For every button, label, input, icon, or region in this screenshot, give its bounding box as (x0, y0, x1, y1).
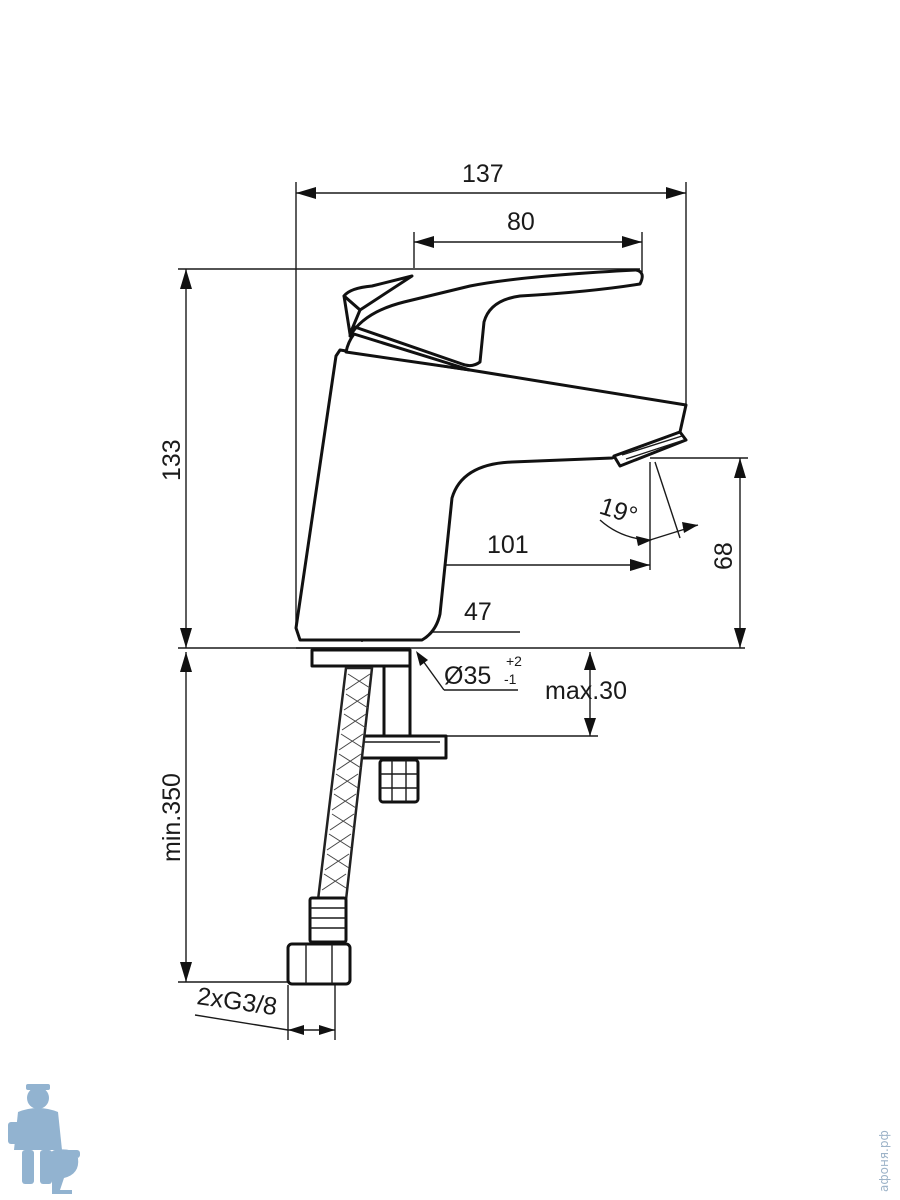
watermark-text: афоня.рф (877, 1130, 891, 1192)
plumber-logo (8, 1084, 80, 1194)
dim-base-offset: 47 (464, 598, 492, 626)
dim-spout-reach: 101 (487, 531, 529, 559)
dim-overall-width: 137 (462, 160, 504, 188)
dim-connection: 2xG3/8 (195, 982, 279, 1021)
dim-max-thickness: max.30 (545, 677, 627, 705)
extension-lines (178, 182, 748, 1040)
dim-lever-width: 80 (507, 208, 535, 236)
flexible-hose (286, 666, 374, 986)
dimension-labels: 137 80 133 101 68 47 Ø35 +2 -1 max.30 mi… (158, 160, 738, 1021)
dim-base-tolerance-minus: -1 (504, 671, 517, 687)
dim-base-diameter: Ø35 (444, 662, 491, 690)
dim-spout-height: 68 (710, 542, 738, 570)
dim-hose-length: min.350 (158, 773, 186, 862)
dim-aerator-angle: 19° (596, 492, 641, 530)
dim-height: 133 (158, 439, 186, 481)
dim-base-tolerance-plus: +2 (506, 653, 522, 669)
